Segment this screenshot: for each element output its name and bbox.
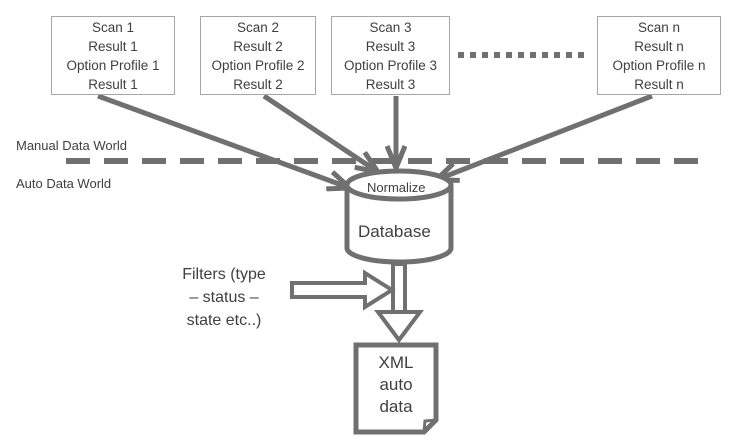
xml-line-1: XML xyxy=(378,353,414,372)
scan-box-2: Scan 2 Result 2 Option Profile 2 Result … xyxy=(200,16,316,95)
scan-option-profile: Option Profile 2 xyxy=(211,57,305,73)
scan-result-2: Result 3 xyxy=(365,76,416,92)
database-label: Database xyxy=(358,222,431,241)
scan-result: Result n xyxy=(634,38,684,54)
scan-title: Scan n xyxy=(637,19,681,35)
filters-line-1: Filters (type xyxy=(182,266,266,283)
scan-result: Result 1 xyxy=(88,38,138,54)
scan-result-2: Result 2 xyxy=(233,76,283,92)
scan-result: Result 2 xyxy=(233,38,283,54)
scan-result: Result 3 xyxy=(365,38,416,54)
scan-title: Scan 1 xyxy=(91,19,135,35)
auto-data-world-label: Auto Data World xyxy=(16,176,112,191)
scan-box-3: Scan 3 Result 3 Option Profile 3 Result … xyxy=(331,16,450,95)
scan-result-2: Result n xyxy=(634,76,684,92)
scan-box-1: Scan 1 Result 1 Option Profile 1 Result … xyxy=(51,16,175,95)
normalize-label: Normalize xyxy=(367,180,426,195)
arrow-database-to-xml xyxy=(374,262,424,344)
xml-document-shape xyxy=(353,342,439,435)
scan-option-profile: Option Profile 3 xyxy=(343,57,438,73)
scan-box-n: Scan n Result n Option Profile n Result … xyxy=(597,16,721,95)
arrow-scan-2 xyxy=(262,93,378,172)
xml-line-3: data xyxy=(379,397,413,416)
scan-title: Scan 2 xyxy=(236,19,280,35)
arrow-scan-1 xyxy=(97,93,350,188)
filters-label: Filters (type – status – state etc..) xyxy=(160,263,288,332)
xml-line-2: auto xyxy=(379,375,413,394)
manual-data-world-label: Manual Data World xyxy=(16,138,128,153)
xml-output-label: XML auto data xyxy=(356,352,436,418)
scan-option-profile: Option Profile 1 xyxy=(66,57,160,73)
filters-line-3: state etc..) xyxy=(186,312,262,329)
scan-title: Scan 3 xyxy=(369,19,412,35)
scan-result-2: Result 1 xyxy=(88,76,138,92)
scan-option-profile: Option Profile n xyxy=(612,57,706,73)
filters-line-2: – status – xyxy=(189,289,259,306)
arrow-scan-n xyxy=(436,93,653,180)
database-cylinder xyxy=(344,168,454,265)
filters-arrow xyxy=(290,269,396,311)
